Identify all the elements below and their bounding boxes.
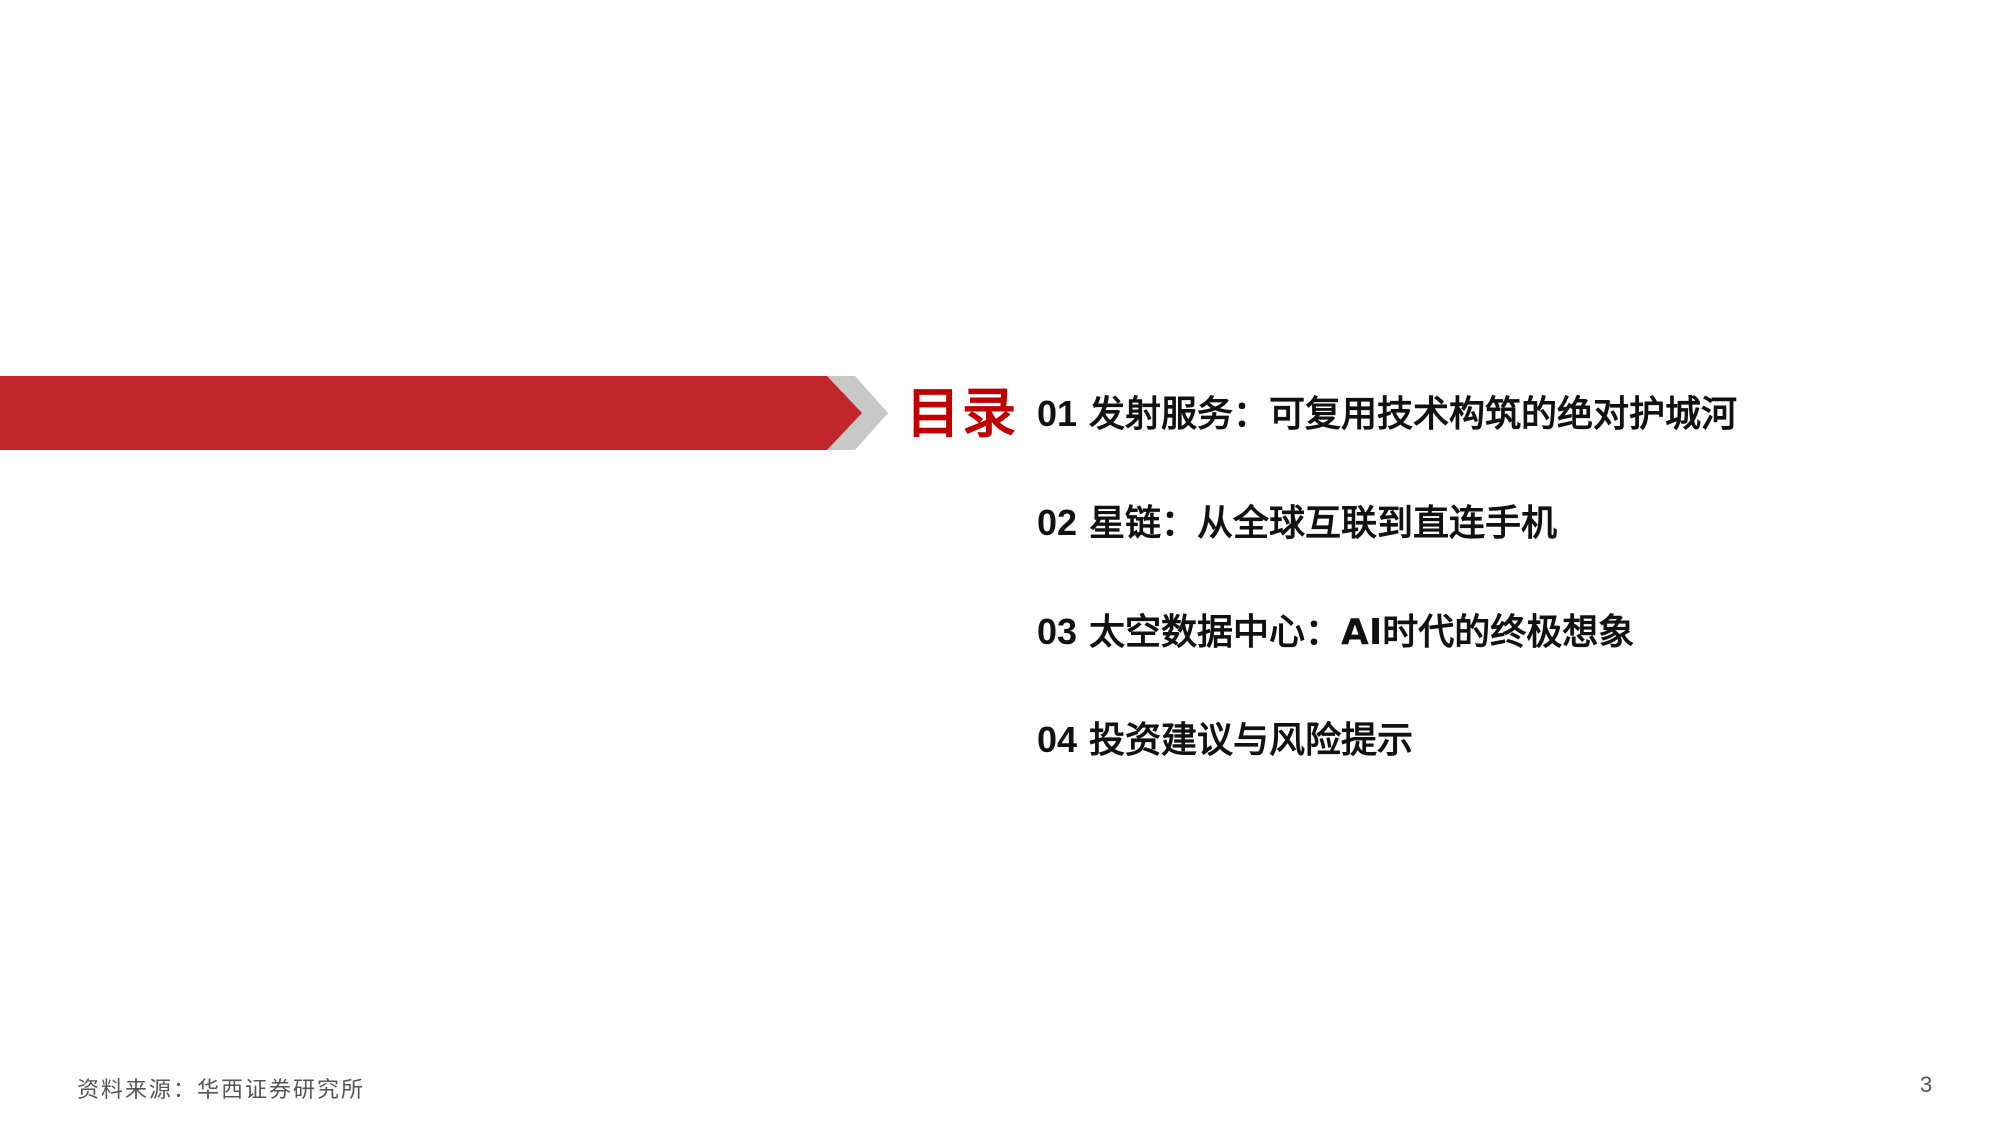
toc-item-number: 03 <box>1037 611 1078 652</box>
toc-item-number: 02 <box>1037 502 1078 543</box>
toc-item-number: 04 <box>1037 719 1078 760</box>
toc-item-label: 星链：从全球互联到直连手机 <box>1089 503 1558 544</box>
toc-title: 目录 <box>906 382 1018 445</box>
toc-item-label: 发射服务：可复用技术构筑的绝对护城河 <box>1089 394 1738 435</box>
red-arrow-banner <box>0 376 888 450</box>
page-number: 3 <box>1920 1072 1933 1097</box>
toc-item-04: 04 投资建议与风险提示 <box>1037 718 1413 763</box>
toc-item-number: 01 <box>1037 393 1078 434</box>
gray-chevron <box>827 376 888 450</box>
toc-item-02: 02 星链：从全球互联到直连手机 <box>1037 501 1557 546</box>
toc-item-label: 太空数据中心：AI时代的终极想象 <box>1089 612 1635 653</box>
toc-item-01: 01 发射服务：可复用技术构筑的绝对护城河 <box>1037 392 1737 437</box>
red-arrow-bar <box>0 376 862 450</box>
toc-item-03: 03 太空数据中心：AI时代的终极想象 <box>1037 610 1634 655</box>
toc-item-label: 投资建议与风险提示 <box>1089 720 1414 761</box>
source-note: 资料来源：华西证券研究所 <box>77 1078 366 1103</box>
